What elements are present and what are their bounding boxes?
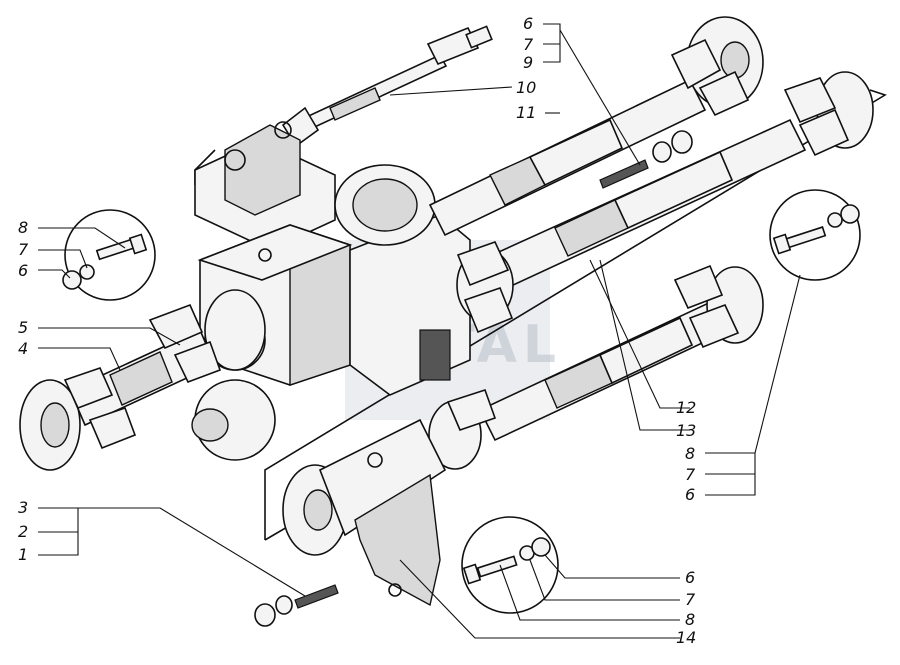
callout-4: 4 xyxy=(18,339,28,358)
callout-13: 13 xyxy=(676,421,696,440)
callout-6-top: 6 xyxy=(523,14,533,33)
callout-2: 2 xyxy=(18,522,28,541)
callout-6-right: 6 xyxy=(685,485,695,504)
bolt-set-right xyxy=(769,189,861,281)
callout-11: 11 xyxy=(516,103,536,122)
shaft-12-13-middle xyxy=(456,71,874,334)
callout-7-bottom: 7 xyxy=(685,590,696,609)
callout-8-right: 8 xyxy=(685,444,695,463)
callout-7-top: 7 xyxy=(523,35,534,54)
callout-5: 5 xyxy=(18,318,28,337)
callout-3: 3 xyxy=(18,498,28,517)
shaft-4-5-left xyxy=(19,289,266,471)
callout-8-left: 8 xyxy=(18,218,28,237)
shaft-lower-right xyxy=(428,264,764,470)
leader-lines xyxy=(38,23,801,639)
bolt-set-bottom xyxy=(461,516,559,614)
callout-1: 1 xyxy=(18,545,28,564)
callout-labels: 6 7 9 10 11 8 7 6 5 4 12 13 8 7 6 3 2 1 … xyxy=(18,14,696,647)
callout-7-left: 7 xyxy=(18,240,29,259)
intermediate-support-14 xyxy=(282,418,447,607)
bolt-set-left xyxy=(62,209,156,301)
shaft-10-thin xyxy=(281,25,493,148)
callout-6-left: 6 xyxy=(18,261,28,280)
callout-12: 12 xyxy=(676,398,696,417)
callout-9-top: 9 xyxy=(523,53,533,72)
callout-14: 14 xyxy=(676,628,696,647)
stud-and-nut-upper xyxy=(599,130,693,189)
callout-10: 10 xyxy=(516,78,536,97)
callout-7-right: 7 xyxy=(685,465,696,484)
callout-8-bottom: 8 xyxy=(685,610,695,629)
stud-and-nut-lower xyxy=(254,584,339,627)
shaft-11-upper xyxy=(428,16,764,237)
support-bracket-top xyxy=(194,121,336,251)
callout-6-bottom: 6 xyxy=(685,568,695,587)
